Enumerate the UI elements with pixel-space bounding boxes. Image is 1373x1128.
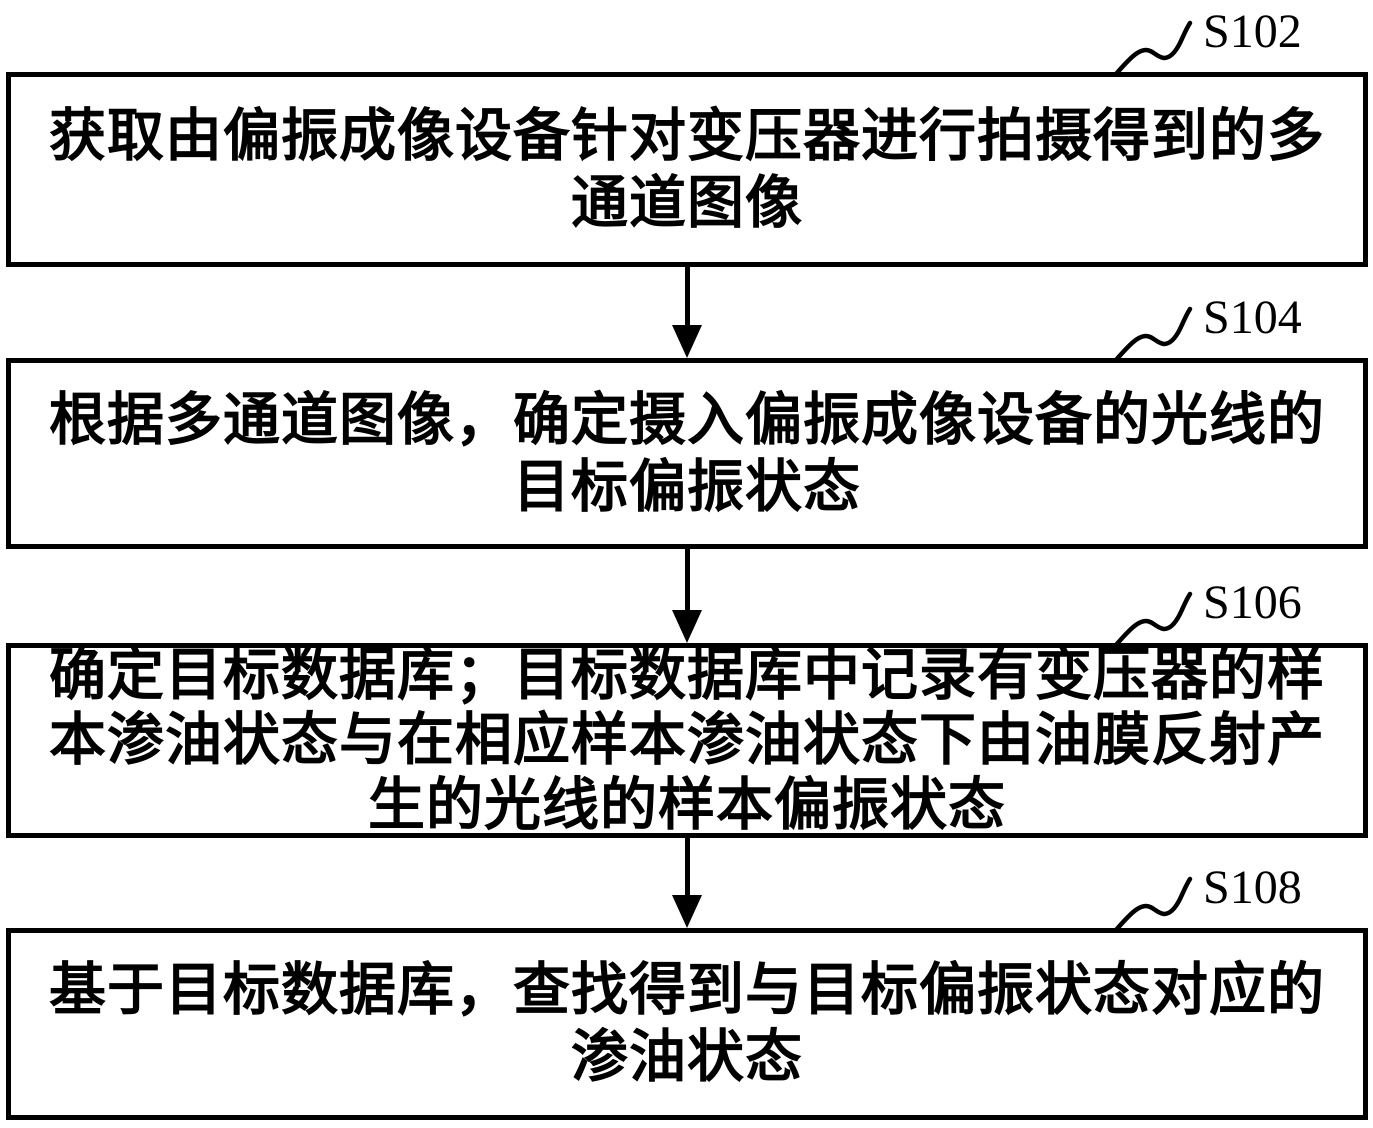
leader-squiggle-s106 [1113,591,1193,647]
flow-box-s104: 根据多通道图像，确定摄入偏振成像设备的光线的 目标偏振状态 [6,358,1368,549]
down-arrow [670,836,704,928]
box-text-line: 基于目标数据库，查找得到与目标偏振状态对应的 [49,959,1325,1022]
step-label-s108: S108 [1203,861,1302,914]
box-text-line: 渗油状态 [571,1026,803,1089]
down-arrow [670,265,704,358]
box-text-line: 确定目标数据库；目标数据库中记录有变压器的样 [49,644,1325,707]
step-label-s104: S104 [1203,291,1302,344]
box-text-line: 通道图像 [571,171,803,235]
step-label-s102: S102 [1203,5,1302,58]
arrow-head-icon [672,895,702,928]
down-arrow [670,547,704,643]
flow-box-s106: 确定目标数据库；目标数据库中记录有变压器的样 本渗油状态与在相应样本渗油状态下由… [6,643,1368,838]
flow-box-s108: 基于目标数据库，查找得到与目标偏振状态对应的 渗油状态 [6,928,1368,1120]
box-text-line: 根据多通道图像，确定摄入偏振成像设备的光线的 [49,388,1325,452]
arrow-stem [684,836,690,895]
leader-squiggle-s108 [1113,876,1193,932]
box-text-line: 本渗油状态与在相应样本渗油状态下由油膜反射产 [49,709,1325,772]
box-text-line: 生的光线的样本偏振状态 [368,774,1006,837]
box-text-line: 目标偏振状态 [513,455,861,519]
arrow-stem [684,265,690,325]
leader-squiggle-s102 [1113,20,1193,76]
leader-squiggle-s104 [1113,306,1193,362]
arrow-head-icon [672,610,702,643]
step-label-s106: S106 [1203,576,1302,629]
arrow-head-icon [672,325,702,358]
box-text-line: 获取由偏振成像设备针对变压器进行拍摄得到的多 [49,104,1325,168]
arrow-stem [684,547,690,610]
flow-box-s102: 获取由偏振成像设备针对变压器进行拍摄得到的多 通道图像 [6,72,1368,267]
